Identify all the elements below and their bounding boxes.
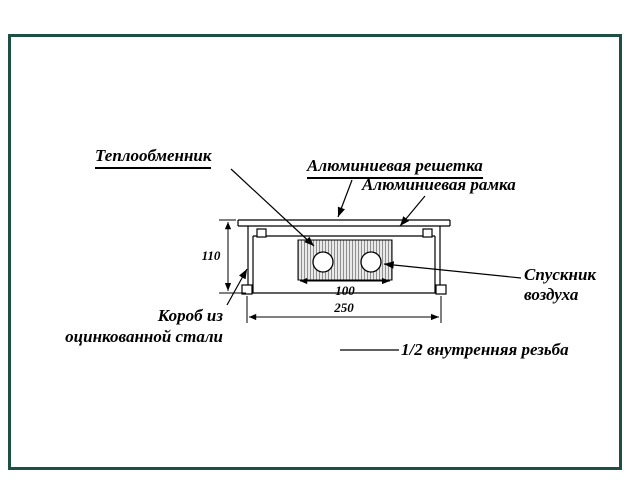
leader-aluminum-grille [337, 179, 353, 218]
pipe-circle-left [312, 251, 334, 273]
label-steel-box-line2: оцинкованной стали [65, 327, 223, 346]
leader-heat-exchanger [230, 168, 315, 247]
label-aluminum-frame: Алюминиевая рамка [362, 175, 516, 194]
leader-steel-box [226, 268, 248, 306]
label-steel-box: Короб из оцинкованной стали [30, 305, 223, 347]
page-border-frame [8, 34, 622, 470]
label-thread: 1/2 внутренняя резьба [401, 340, 569, 359]
clip-right [422, 228, 433, 238]
convector-body [237, 219, 451, 295]
foot-left [241, 284, 253, 295]
leader-air-vent [383, 261, 522, 279]
label-air-vent-line1: Спускник [524, 265, 597, 284]
dimension-value-height: 110 [201, 248, 221, 263]
dimension-height-110 [219, 219, 246, 294]
clip-left [256, 228, 267, 238]
leader-lines [226, 168, 522, 351]
foot-right [435, 284, 447, 295]
label-heat-exchanger: Теплообменник [95, 146, 212, 169]
dimension-width-250 [246, 296, 442, 323]
label-air-vent-line2: воздуха [524, 285, 579, 304]
leader-aluminum-frame [399, 195, 426, 227]
dimension-value-total-width: 250 [334, 300, 354, 315]
label-aluminum-grille: Алюминиевая решетка [307, 156, 483, 179]
dimension-value-exchanger-width: 100 [335, 283, 355, 298]
label-steel-box-line1: Короб из [157, 306, 223, 325]
pipe-circle-right [360, 251, 382, 273]
